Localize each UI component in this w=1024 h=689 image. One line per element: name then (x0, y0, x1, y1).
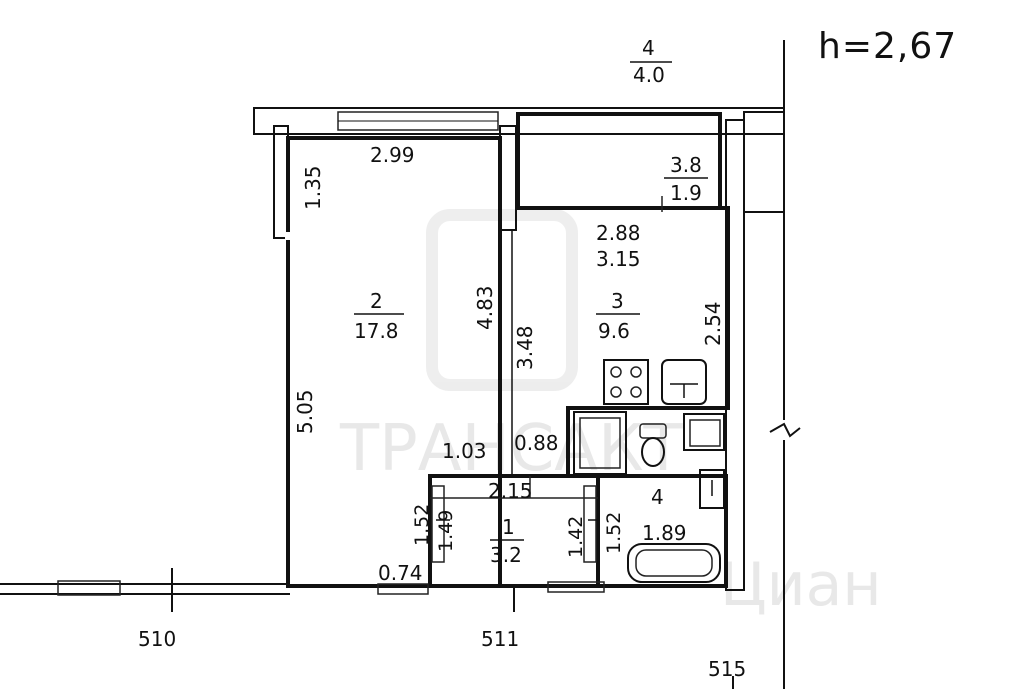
room-3-number: 3 (611, 289, 624, 313)
room-2-number: 2 (370, 289, 383, 313)
left-pillar (273, 125, 289, 239)
room-4-number: 4 (651, 485, 664, 509)
dim-2-88: 2.88 (596, 221, 641, 245)
room-4-label: 4 1.89 (642, 485, 687, 545)
room-3-label: 3 9.6 (596, 289, 640, 343)
closet-label: 3.8 1.9 (664, 153, 708, 205)
corridor-doors (431, 485, 600, 563)
partition-pillar (499, 125, 517, 231)
bottom-window-left (57, 580, 121, 596)
room-3-area: 9.6 (598, 319, 630, 343)
room-2-label: 2 17.8 (354, 289, 404, 343)
dim-1-03: 1.03 (442, 439, 487, 463)
balcony-label: 4 4.0 (630, 36, 672, 87)
dim-3-48: 3.48 (513, 325, 537, 370)
dim-5-05: 5.05 (293, 389, 317, 434)
door-frame-left (431, 485, 445, 563)
right-balcony-edge (743, 111, 785, 213)
dim-1-49: 1.49 (435, 510, 457, 552)
door-frame-right (583, 485, 597, 563)
ceiling-height-label: h=2,67 (818, 26, 957, 67)
closet-area: 3.8 (670, 153, 702, 177)
room-1-area: 3.2 (490, 543, 522, 567)
room-3-outline (516, 206, 730, 476)
right-column (725, 119, 745, 591)
dim-2-54: 2.54 (701, 301, 725, 346)
washbasin-icon (699, 469, 725, 509)
axis-511-label: 511 (481, 627, 519, 651)
closet-width: 1.9 (670, 181, 702, 205)
bath-partition (683, 413, 725, 451)
balcony-area: 4.0 (633, 63, 665, 87)
dim-2-15: 2.15 (488, 479, 533, 503)
dim-2-99: 2.99 (370, 143, 415, 167)
walls (0, 40, 801, 689)
dim-1-52-left: 1.52 (411, 504, 433, 546)
axis-515-label: 515 (708, 657, 746, 681)
dim-4-83: 4.83 (473, 285, 497, 330)
room-4-area: 1.89 (642, 521, 687, 545)
dim-0-88: 0.88 (514, 431, 559, 455)
dim-0-74: 0.74 (378, 561, 423, 585)
dimension-lines (171, 196, 734, 689)
shaft-icon (573, 411, 627, 475)
bathtub-icon (627, 543, 721, 583)
break-mark (769, 422, 801, 438)
dim-1-35: 1.35 (301, 165, 325, 210)
bottom-vent (377, 583, 429, 595)
bottom-vent-2 (547, 581, 605, 593)
dim-3-15: 3.15 (596, 247, 641, 271)
bathroom-fixtures (573, 411, 725, 583)
room-4-outline (596, 474, 728, 588)
dim-1-42: 1.42 (565, 516, 587, 558)
kitchen-sink-icon (661, 359, 707, 405)
dim-1-52-right: 1.52 (603, 512, 625, 554)
kitchen-fixtures (603, 359, 707, 405)
watermark-text-bottom: Циан (720, 550, 882, 620)
axis-510-label: 510 (138, 627, 176, 651)
stove-icon (603, 359, 649, 405)
room-2-area: 17.8 (354, 319, 399, 343)
balcony-number: 4 (642, 36, 655, 60)
room-1-label: 1 3.2 (490, 515, 524, 567)
room-1-number: 1 (502, 515, 515, 539)
toilet-icon (641, 437, 665, 467)
